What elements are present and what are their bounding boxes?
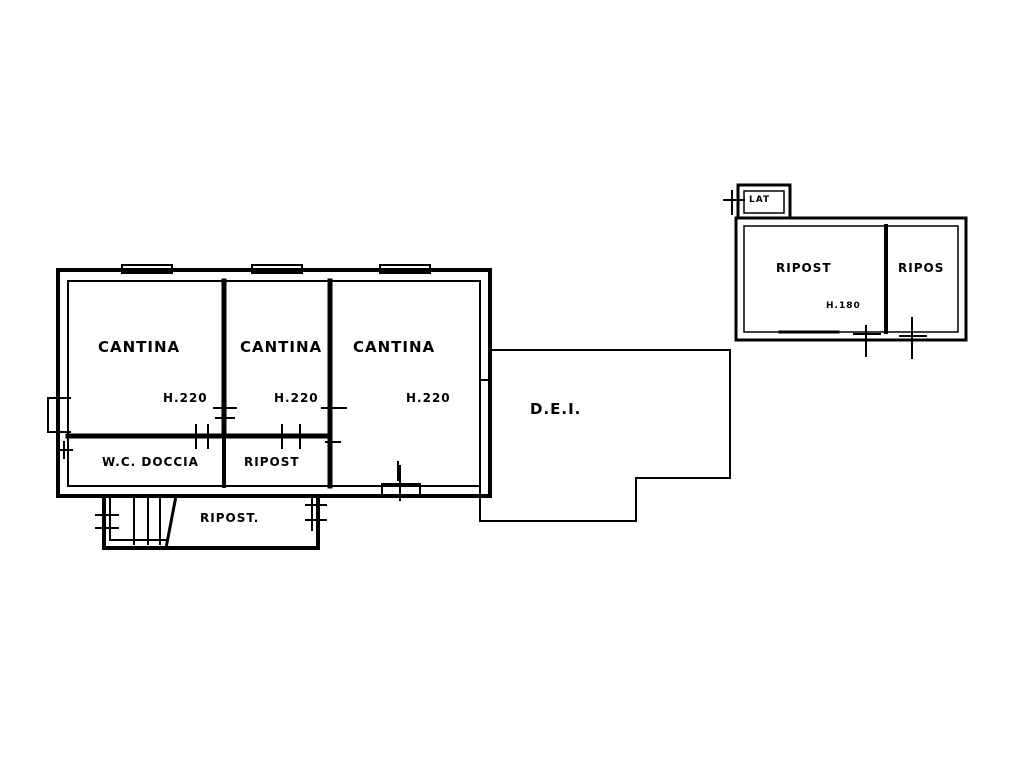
room-label-cantina-2: CANTINA (240, 338, 323, 356)
height-label-2: H.220 (274, 391, 319, 405)
room-label-cantina-1: CANTINA (98, 338, 181, 356)
room-label-ripost-small: RIPOST (244, 455, 300, 469)
bottom-annex (95, 494, 327, 550)
room-label-ripost-bottom: RIPOST. (200, 511, 260, 525)
room-label-wc: W.C. DOCCIA (102, 455, 199, 469)
height-label-3: H.220 (406, 391, 451, 405)
room-label-ripost-right: RIPOST (776, 261, 832, 275)
door-markers (47, 397, 399, 481)
right-block-walls (723, 183, 968, 359)
height-label-1: H.220 (163, 391, 208, 405)
window-markers (121, 264, 431, 501)
room-label-lat: LAT (749, 195, 771, 205)
area-label: D.E.I. (530, 400, 582, 418)
room-label-ripos-right: RIPOS (898, 261, 945, 275)
area-outline (479, 349, 731, 522)
height-label-right: H.180 (826, 301, 861, 311)
room-label-cantina-3: CANTINA (353, 338, 436, 356)
